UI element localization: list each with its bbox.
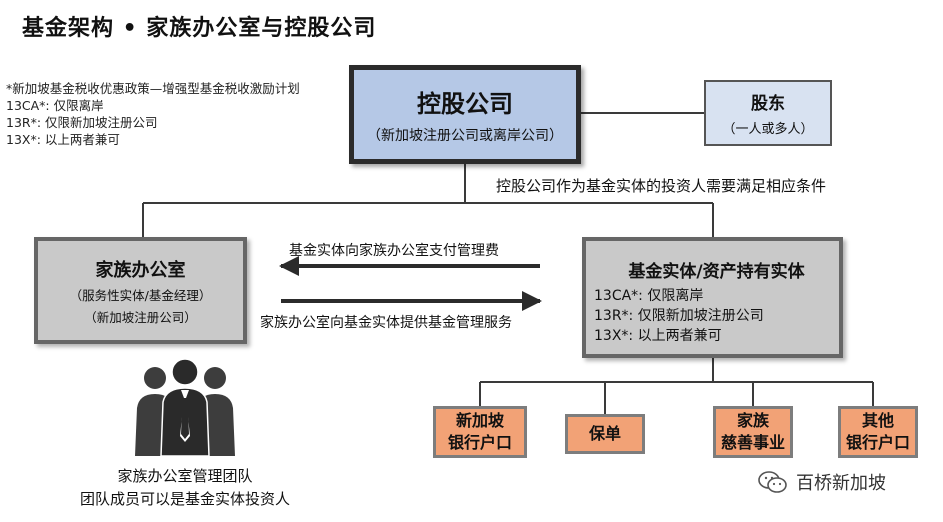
service-arrow-label: 家族办公室向基金实体提供基金管理服务 (260, 315, 512, 331)
output-box-charity: 家族 慈善事业 (713, 406, 793, 458)
holding-subtitle: （新加坡注册公司或离岸公司） (367, 128, 563, 144)
tax-note: 13X*: 以上两者兼可 (6, 132, 120, 147)
fund-scheme-line: 13X*: 以上两者兼可 (594, 328, 722, 344)
page-title: 基金架构 • 家族办公室与控股公司 (22, 16, 377, 41)
team-caption-1: 家族办公室管理团队 (117, 467, 253, 485)
output-line: 家族 (736, 411, 769, 430)
wechat-icon (758, 471, 787, 493)
family-office-title: 家族办公室 (95, 259, 186, 281)
output-line: 保单 (588, 424, 621, 443)
fund-scheme-line: 13CA*: 仅限离岸 (594, 288, 704, 304)
output-line: 银行户口 (447, 433, 512, 452)
fund-title: 基金实体/资产持有实体 (628, 262, 805, 282)
output-line: 慈善事业 (720, 433, 785, 452)
output-box-other-bank: 其他 银行户口 (838, 406, 918, 458)
holding-company-box: 控股公司 （新加坡注册公司或离岸公司） (349, 65, 581, 164)
tax-notes: *新加坡基金税收优惠政策—增强型基金税收激励计划 13CA*: 仅限离岸 13R… (6, 80, 300, 148)
holding-title: 控股公司 (417, 90, 513, 118)
shareholder-title: 股东 (751, 94, 785, 114)
team-caption-2: 团队成员可以是基金实体投资人 (79, 490, 290, 508)
shareholder-box: 股东 （一人或多人） (704, 80, 832, 146)
shareholder-subtitle: （一人或多人） (722, 122, 814, 137)
tax-note: 13CA*: 仅限离岸 (6, 98, 104, 113)
family-office-box: 家族办公室 （服务性实体/基金经理） （新加坡注册公司） (34, 237, 247, 344)
tax-note: *新加坡基金税收优惠政策—增强型基金税收激励计划 (6, 81, 300, 96)
fund-entity-box: 基金实体/资产持有实体 13CA*: 仅限离岸 13R*: 仅限新加坡注册公司 … (582, 237, 843, 358)
people-group-icon (135, 358, 235, 456)
family-office-role: （服务性实体/基金经理） (69, 287, 212, 303)
fund-scheme-line: 13R*: 仅限新加坡注册公司 (594, 308, 764, 324)
output-line: 银行户口 (845, 433, 910, 452)
output-box-policy: 保单 (565, 414, 645, 454)
watermark-text: 百桥新加坡 (796, 473, 886, 494)
tax-note: 13R*: 仅限新加坡注册公司 (6, 115, 158, 130)
output-box-sg-bank: 新加坡 银行户口 (433, 406, 527, 458)
condition-label: 控股公司作为基金实体的投资人需要满足相应条件 (496, 177, 827, 195)
family-office-registration: （新加坡注册公司） (84, 309, 197, 325)
output-line: 其他 (861, 411, 894, 430)
watermark: 百桥新加坡 (758, 469, 886, 495)
fee-arrow-label: 基金实体向家族办公室支付管理费 (289, 243, 499, 259)
output-line: 新加坡 (455, 411, 504, 430)
